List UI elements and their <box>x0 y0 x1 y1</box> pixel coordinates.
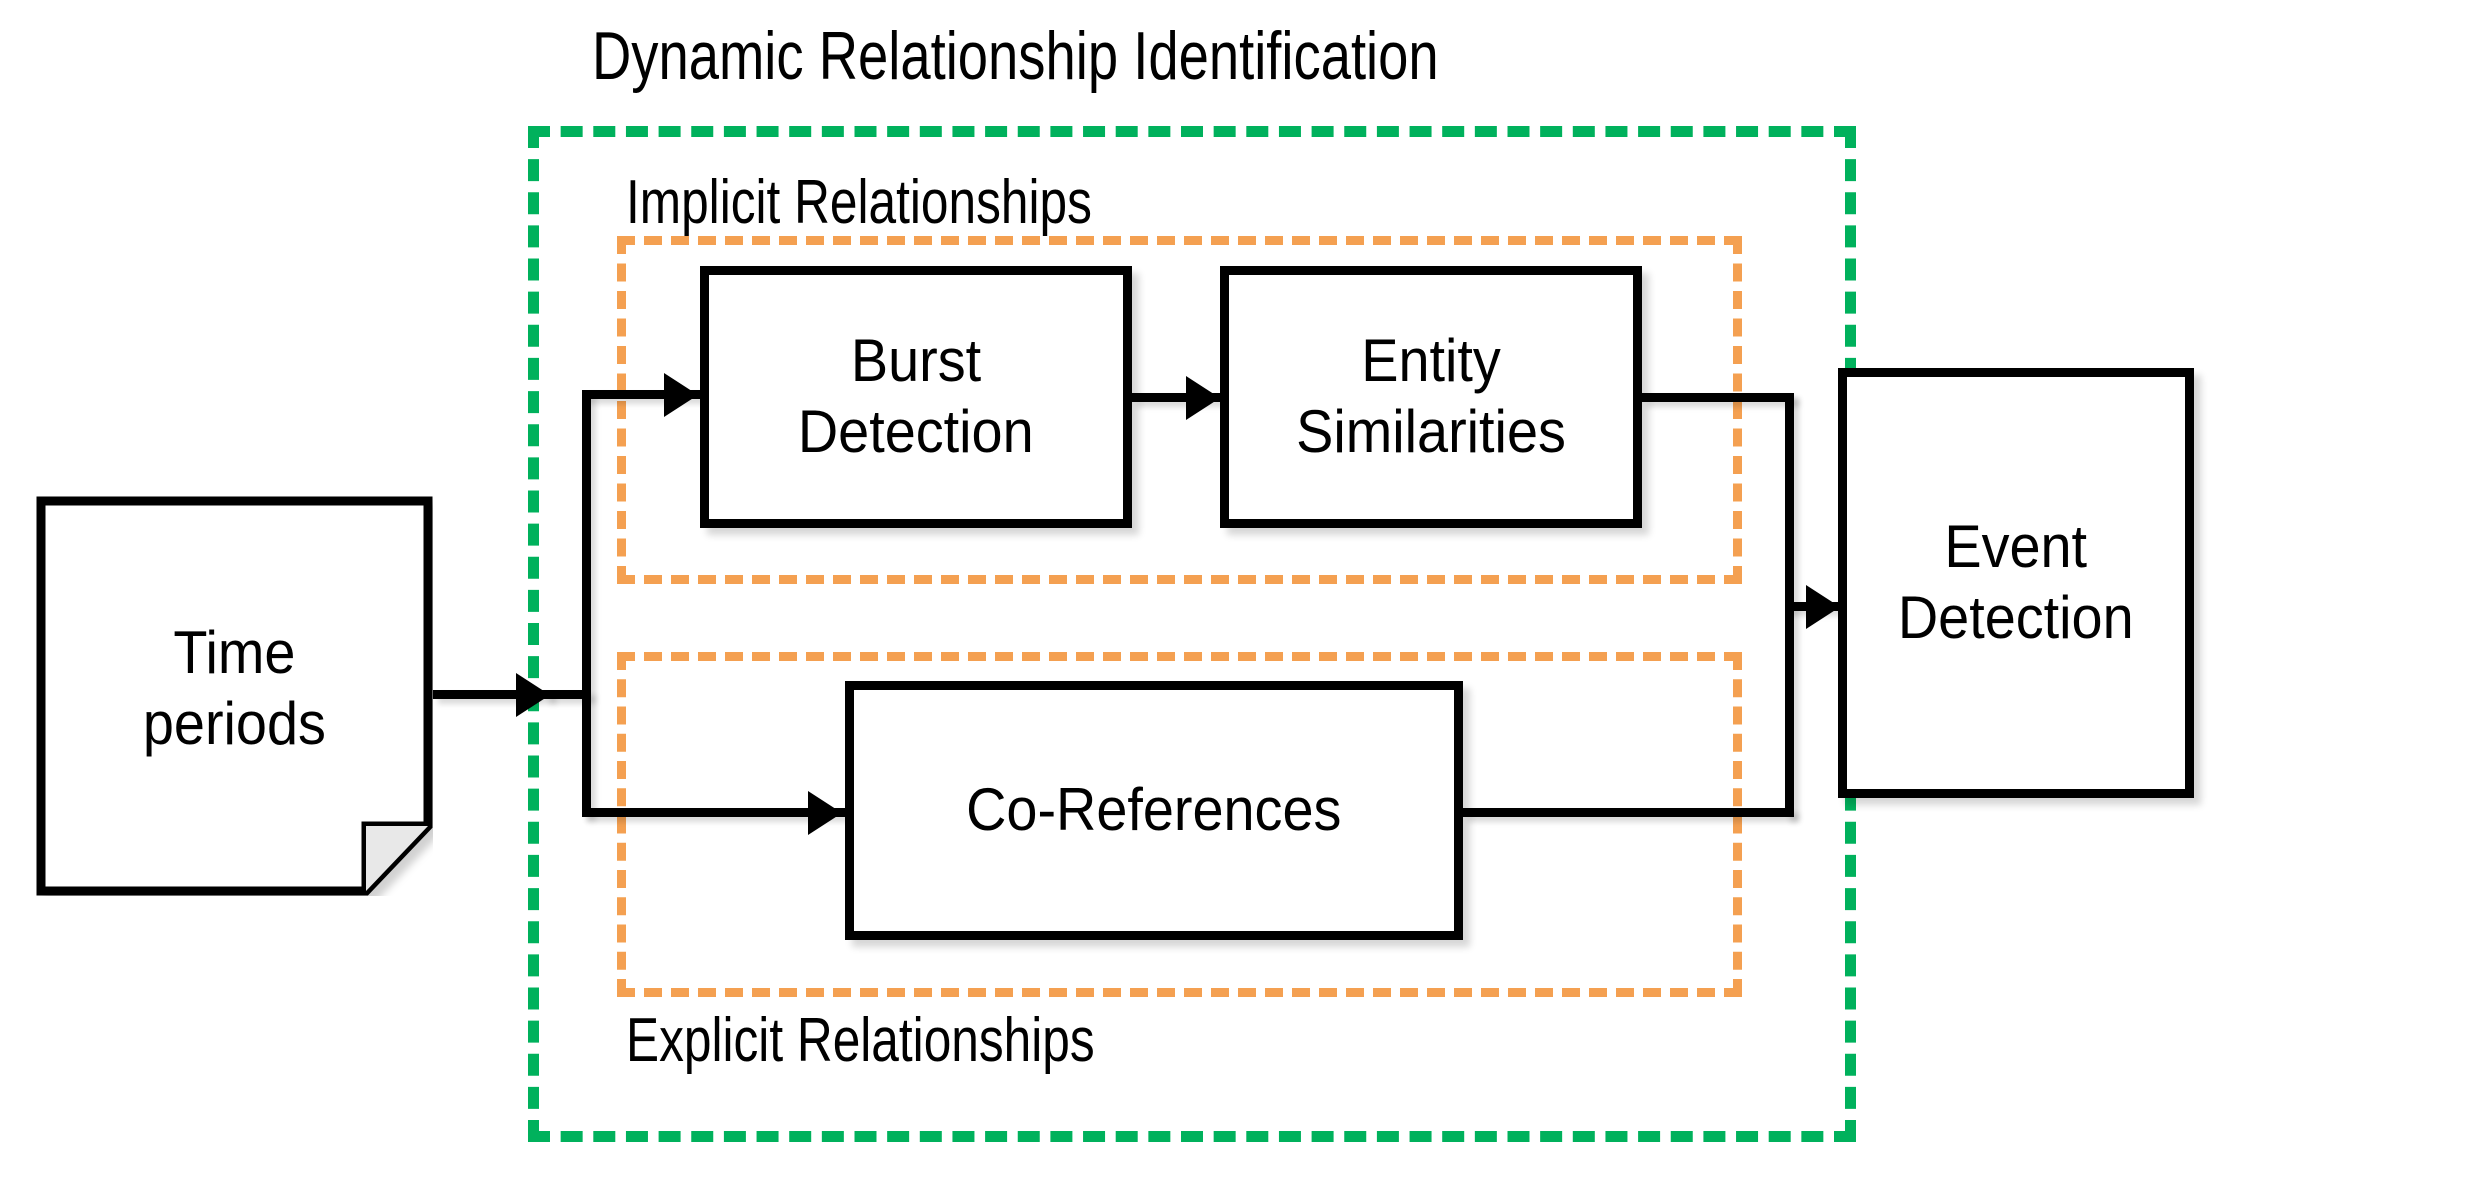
node-time-periods-line1: Time <box>173 619 296 687</box>
node-time-periods-line2: periods <box>142 690 327 757</box>
connector-split-trunk-stub <box>545 690 591 699</box>
arrowhead-into-co-references <box>808 791 842 835</box>
node-time-periods[interactable]: Time periods <box>36 496 433 896</box>
node-co-references-line1: Co-References <box>966 776 1342 844</box>
node-entity-similarities-line1: Entity <box>1361 327 1501 395</box>
connector-burst-to-entity-similarities <box>1132 393 1222 402</box>
node-burst-detection-line2: Detection <box>798 398 1034 465</box>
diagram-title: Dynamic Relationship Identification <box>592 18 1439 94</box>
connector-co-references-to-merge <box>1463 808 1794 817</box>
explicit-relationships-label: Explicit Relationships <box>626 1006 1095 1075</box>
arrowhead-into-burst-detection <box>664 373 698 417</box>
implicit-relationships-label: Implicit Relationships <box>626 168 1092 237</box>
connector-timeperiods-to-split <box>433 690 551 699</box>
connector-split-to-burst-detection <box>582 390 702 399</box>
node-burst-detection[interactable]: Burst Detection <box>700 266 1132 528</box>
arrowhead-into-split <box>516 673 550 717</box>
connector-entity-similarities-to-merge <box>1642 393 1794 402</box>
node-entity-similarities[interactable]: Entity Similarities <box>1220 266 1642 528</box>
node-burst-detection-line1: Burst <box>850 327 982 395</box>
node-event-detection[interactable]: Event Detection <box>1838 368 2194 798</box>
document-shape-icon <box>36 496 433 896</box>
node-time-periods-text: Time periods <box>136 618 333 774</box>
explicit-relationships-boundary <box>617 652 1742 997</box>
connector-split-trunk <box>582 390 591 816</box>
connector-split-to-co-references <box>582 808 846 817</box>
node-event-detection-line2: Detection <box>1898 584 2134 651</box>
implicit-relationships-boundary <box>617 236 1742 584</box>
arrowhead-into-entity-similarities <box>1186 376 1220 420</box>
node-co-references[interactable]: Co-References <box>845 681 1463 940</box>
node-entity-similarities-line2: Similarities <box>1296 398 1566 465</box>
node-event-detection-line1: Event <box>1944 513 2088 581</box>
arrowhead-into-event-detection <box>1806 585 1840 629</box>
